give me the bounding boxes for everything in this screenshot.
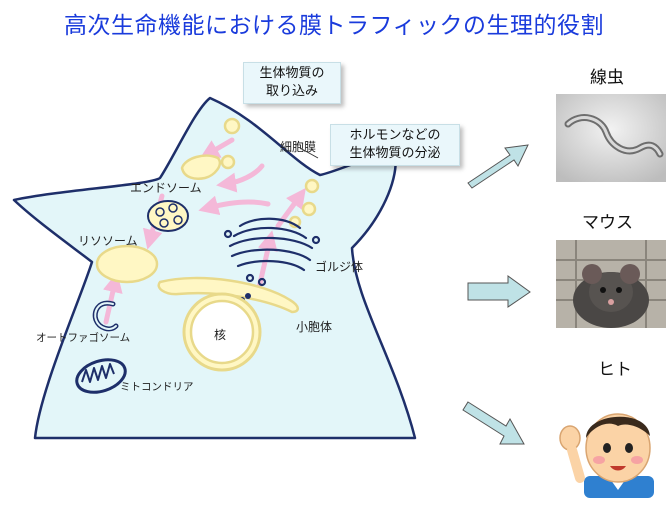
- callout-uptake: 生体物質の 取り込み: [243, 62, 341, 104]
- label-endosome: エンドソーム: [130, 181, 202, 195]
- lysosome-shape: [95, 244, 159, 284]
- teal-arrow-mouse: [467, 275, 531, 308]
- pink-arrow-golgi-to-endosome: [198, 195, 271, 216]
- callout-secretion-line1: ホルモンなどの: [349, 128, 441, 143]
- pink-arrow-endosome-in: [216, 163, 265, 193]
- membrane-label-line: [299, 147, 319, 159]
- label-golgi: ゴルジ体: [315, 260, 364, 274]
- label-lysosome: リソソーム: [78, 234, 138, 248]
- endosome-shape: [180, 154, 222, 180]
- golgi-shape: [223, 217, 321, 287]
- callout-uptake-line2: 取り込み: [265, 84, 318, 99]
- vesicles: [220, 117, 320, 229]
- page-title: 高次生命機能における膜トラフィックの生理的役割: [63, 13, 605, 39]
- teal-arrow-human: [462, 401, 525, 445]
- mitochondria-shape: [75, 358, 127, 394]
- vesicle: [220, 154, 236, 170]
- teal-arrow-nematode: [467, 144, 529, 189]
- nematode-image: [556, 94, 666, 182]
- vesicle: [301, 201, 317, 217]
- multivesicular-body: [147, 200, 189, 232]
- human-image: [556, 386, 666, 498]
- callout-secretion: ホルモンなどの 生体物質の分泌: [330, 124, 460, 166]
- label-human: ヒト: [598, 360, 632, 380]
- label-mouse: マウス: [582, 213, 633, 233]
- pink-arrow-uptake: [199, 137, 235, 160]
- mouse-image: [556, 240, 666, 328]
- label-mitochondria: ミトコンドリア: [120, 381, 194, 393]
- label-cell-membrane: 細胞膜: [280, 140, 317, 154]
- label-nematode: 線虫: [590, 68, 624, 88]
- vesicle: [223, 117, 241, 135]
- er-shape: [157, 276, 299, 314]
- label-er: 小胞体: [296, 320, 333, 334]
- callout-uptake-line1: 生体物質の: [259, 66, 325, 81]
- label-nucleus: 核: [214, 328, 227, 342]
- label-autophagosome: オートファゴソーム: [36, 332, 131, 344]
- vesicle: [304, 178, 320, 194]
- callout-secretion-line2: 生体物質の分泌: [349, 146, 441, 161]
